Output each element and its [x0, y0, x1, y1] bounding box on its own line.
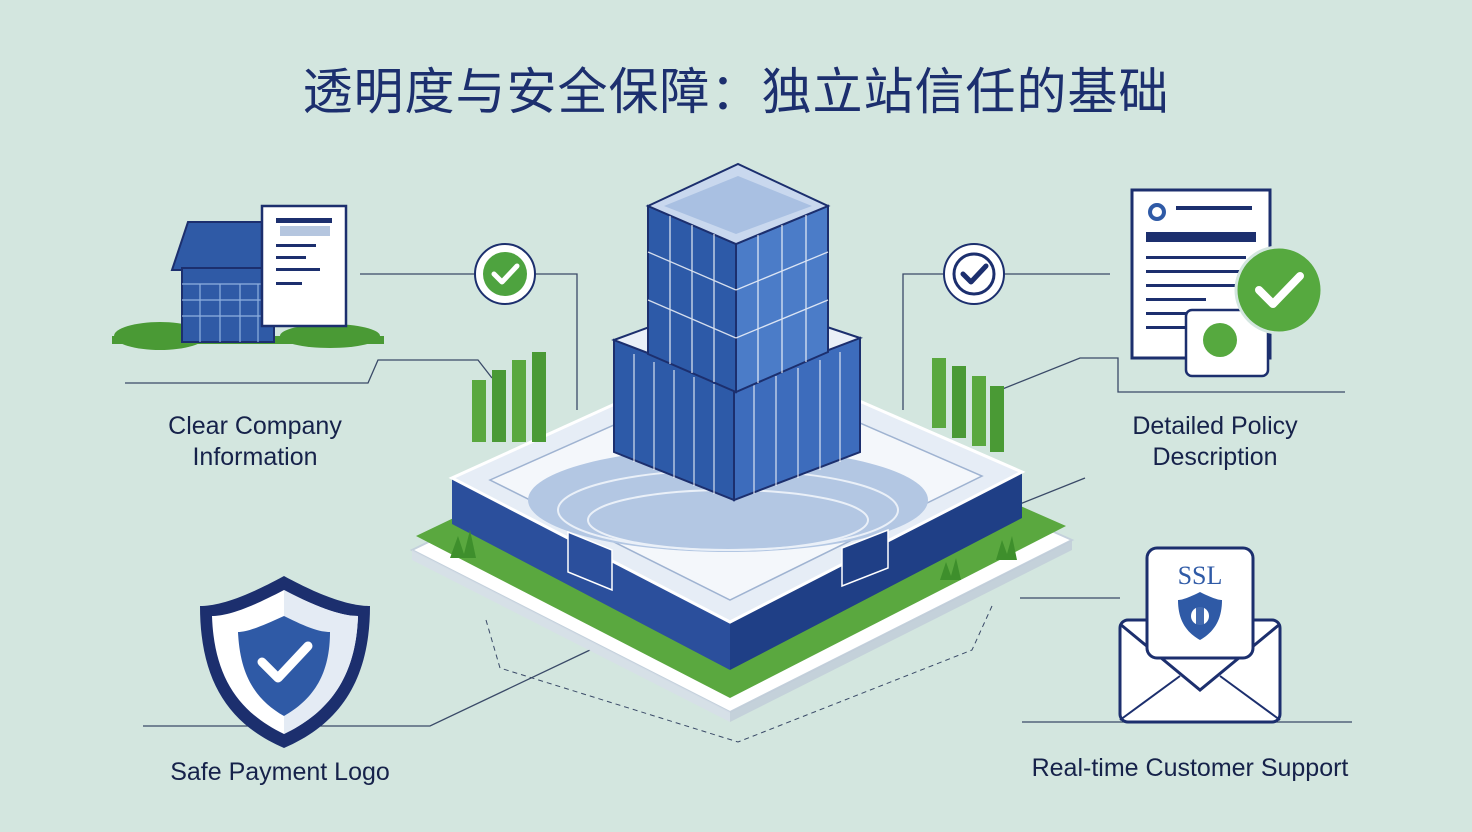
company-document-icon: [260, 204, 348, 328]
feature-label-payment: Safe Payment Logo: [170, 758, 390, 786]
company-house-icon: [112, 221, 384, 350]
payment-shield-icon: [200, 576, 370, 748]
policy-line2: Description: [1152, 443, 1278, 471]
feature-label-policy: Detailed Policy Description: [1090, 411, 1340, 473]
company-info-line1: Clear Company: [168, 412, 342, 440]
policy-document-icon: [1130, 188, 1324, 378]
grass-tufts: [450, 530, 1017, 580]
policy-line1: Detailed Policy: [1132, 412, 1298, 440]
ssl-envelope-icon: SSL: [1118, 546, 1282, 724]
check-badge-navy-icon: [943, 243, 1005, 305]
feature-label-support: Real-time Customer Support: [1031, 754, 1349, 782]
company-info-line2: Information: [192, 443, 318, 471]
tree-cluster-left: [472, 352, 546, 442]
tree-cluster-right: [932, 358, 1004, 452]
check-badge-green-icon: [474, 243, 536, 305]
page-title: 透明度与安全保障：独立站信任的基础: [302, 63, 1170, 121]
office-building: [611, 162, 863, 502]
ssl-badge-text: SSL: [1178, 561, 1223, 590]
feature-label-company-info: Clear Company Information: [130, 411, 380, 473]
